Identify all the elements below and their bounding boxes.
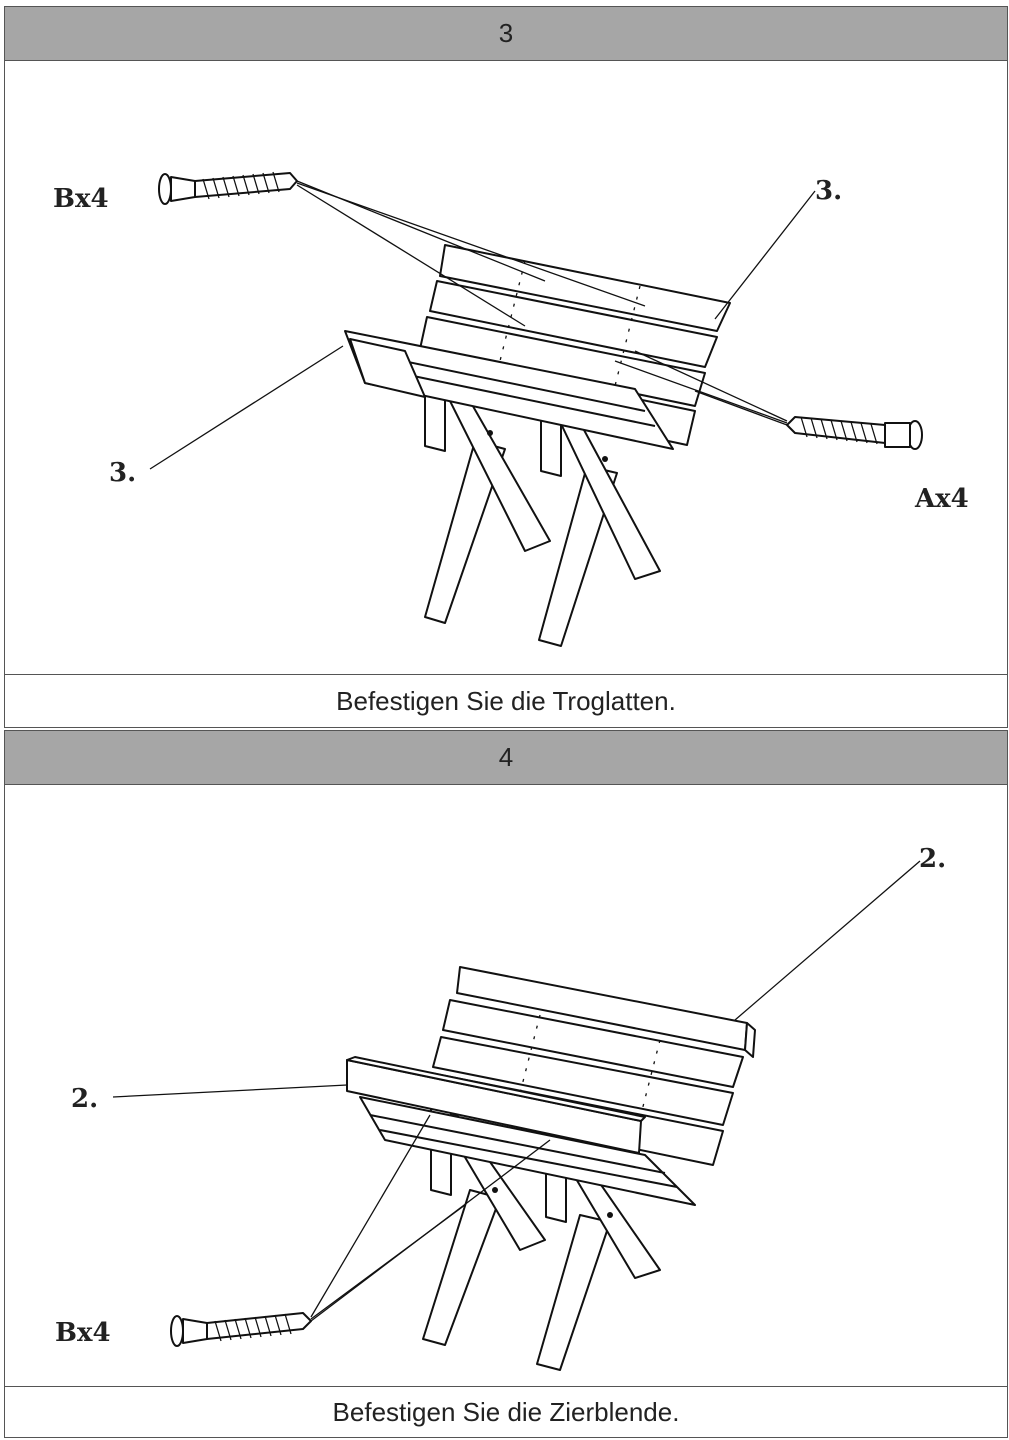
part-3-label-left: 3. — [109, 458, 136, 488]
part-2-label-left: 2. — [71, 1084, 98, 1114]
step-4-labels: 2. 2. Bx4 — [55, 844, 946, 1348]
screw-a-count-label: Ax4 — [914, 484, 969, 514]
leader-lines — [149, 180, 816, 470]
bench-assembly-diagram-step-3 — [149, 171, 923, 647]
bench-assembly-diagram-step-4 — [112, 860, 921, 1371]
step-3-illustration: Bx4 3. 3. Ax4 — [5, 61, 1007, 675]
step-3-caption: Befestigen Sie die Troglatten. — [336, 685, 676, 716]
screw-b-count-label: Bx4 — [53, 184, 109, 214]
decorative-trim-board — [346, 1056, 646, 1154]
step-4-panel: 4 — [4, 730, 1008, 1438]
part-3-label-top: 3. — [815, 176, 842, 206]
step-4-illustration: 2. 2. Bx4 — [5, 785, 1007, 1387]
step-number-header: 4 — [5, 731, 1007, 785]
screw-b-count-label: Bx4 — [55, 1318, 111, 1348]
step-3-labels: Bx4 3. 3. Ax4 — [53, 176, 969, 514]
step-3-panel: 3 — [4, 6, 1008, 728]
step-number-header: 3 — [5, 7, 1007, 61]
trough-slats-front — [359, 1096, 696, 1206]
step-4-caption: Befestigen Sie die Zierblende. — [332, 1396, 680, 1427]
leader-lines — [112, 860, 921, 1322]
part-2-label-top: 2. — [919, 844, 946, 874]
trough-slats-front — [344, 330, 674, 450]
